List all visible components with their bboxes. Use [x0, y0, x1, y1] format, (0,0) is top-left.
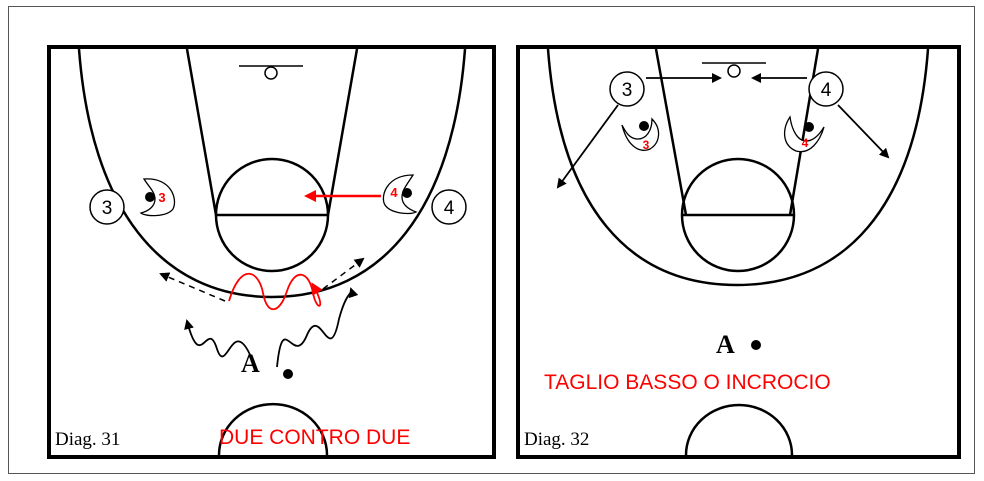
dashed-arrow-right: [322, 257, 365, 290]
red-zigzag-path: [228, 272, 323, 311]
figure-frame: 3 4 3 4 A Diag. 31 DUE CONTRO DUE: [8, 6, 975, 474]
ball-near-3: [639, 121, 649, 131]
rim: [264, 66, 278, 80]
three-point-arc: [77, 49, 467, 299]
dribble-path-left: [184, 319, 256, 368]
offense-player-4-number: 4: [444, 198, 455, 219]
rim: [727, 64, 741, 78]
coach-a-letter: A: [241, 349, 260, 378]
defender-3-icon: [139, 178, 176, 217]
defender-4-number: 4: [390, 185, 398, 200]
free-throw-lane: [185, 49, 359, 216]
diagram-32-drawing: 3 4 3 4 A: [546, 49, 930, 455]
ball-near-4: [804, 122, 814, 132]
dashed-arrow-left: [159, 272, 226, 302]
arrow-3-to-corner: [556, 104, 619, 189]
offense-player-3-circle: [609, 71, 645, 107]
diagram-32-label: Diag. 32: [524, 429, 590, 450]
offense-player-3-number: 3: [102, 198, 113, 219]
diagram-32-court: 3 4 3 4 A TAGLIO BASSO O INCROCIO Diag. …: [516, 45, 961, 459]
center-circle: [684, 403, 794, 455]
dribble-path-right: [276, 287, 359, 368]
coach-a-letter: A: [716, 330, 735, 359]
offense-player-3-circle: [89, 189, 125, 225]
defender-3-icon: [621, 117, 660, 151]
diagram-32-caption: TAGLIO BASSO O INCROCIO: [544, 371, 831, 394]
ball-near-3: [145, 192, 155, 202]
coach-a-ball: [751, 340, 761, 350]
defender-4-icon: [784, 115, 825, 153]
coach-a-ball: [283, 369, 293, 379]
diagram-31-caption: DUE CONTRO DUE: [219, 426, 411, 449]
center-circle: [217, 402, 329, 455]
three-point-arc: [546, 49, 930, 287]
defender-3-number: 3: [643, 138, 650, 152]
offense-player-4-number: 4: [821, 80, 832, 101]
offense-player-4-circle: [431, 189, 467, 225]
diagram-31-court: 3 4 3 4 A Diag. 31 DUE CONTRO DUE: [47, 45, 496, 459]
offense-player-3-number: 3: [622, 80, 633, 101]
ball-near-4: [402, 188, 412, 198]
arrow-4-to-wing: [837, 104, 890, 159]
diagram-31-drawing: 3 4 3 4 A: [77, 49, 467, 455]
offense-player-4-circle: [808, 71, 844, 107]
defender-4-number: 4: [802, 136, 809, 150]
defender-3-number: 3: [158, 190, 165, 205]
diagram-31-label: Diag. 31: [55, 429, 121, 450]
